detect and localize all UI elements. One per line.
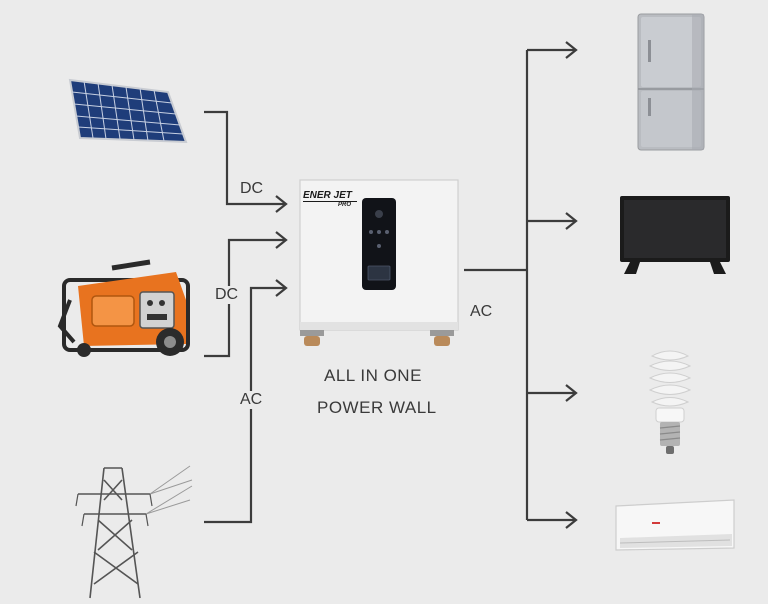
caster-wheel-right [430,330,454,346]
product-title-line1: ALL IN ONE [324,366,422,385]
caster-wheel-left [300,330,324,346]
grid-ac-label: AC [238,391,265,409]
grid-arrow-head [275,279,288,297]
brand-logo-line1: ENER JET [303,191,357,202]
generator-icon [57,259,190,357]
light-bulb-icon [648,350,692,454]
lcd-screen [367,265,391,281]
output-ac-label: AC [468,303,495,321]
power-wall-unit [299,179,459,346]
solar-connector-line [204,110,286,206]
air-conditioner-icon [615,499,735,551]
ac-arrow-head [565,511,578,529]
refrigerator-icon [637,13,705,151]
solar-arrow-head [275,195,288,213]
generator-dc-label: DC [213,286,241,304]
generator-arrow-head [275,231,288,249]
television-icon [620,196,730,274]
brand-logo-line2: PRO [337,202,351,208]
tv-arrow-head [565,212,578,230]
brand-logo: ENER JET PRO [303,191,357,208]
power-pylon-icon [75,465,193,599]
solar-dc-label: DC [238,180,266,198]
fridge-arrow-head [565,41,578,59]
product-title-line2: POWER WALL [317,398,437,417]
bulb-arrow-head [565,384,578,402]
solar-panel-icon [68,78,188,144]
